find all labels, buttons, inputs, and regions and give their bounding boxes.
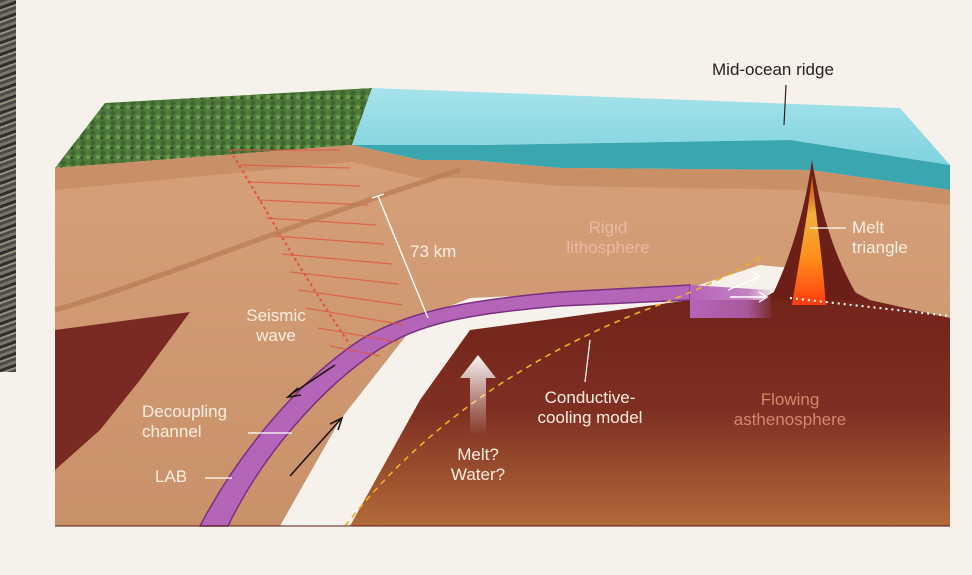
seismic-wave-label: Seismic wave [236,306,316,346]
decoupling-channel-line2: channel [142,422,202,441]
seismic-wave-line1: Seismic [246,306,306,325]
slab-outline [54,167,461,313]
question-mark-label: ? [764,270,772,286]
rigid-lithosphere-label: Rigid lithosphere [548,218,668,258]
rigid-lithosphere-line1: Rigid [588,218,628,237]
melt-water-line1: Melt? [457,445,499,464]
conductive-cooling-line2: cooling model [537,408,643,427]
rigid-lithosphere-line2: lithosphere [566,238,650,257]
thickness-tick-top [371,193,385,199]
melt-triangle-label-line2: triangle [852,238,908,257]
conductive-cooling-line1: Conductive- [544,388,636,407]
seismic-wave-path [229,149,351,346]
slab-flow-arrows [285,364,344,477]
ridge-pointer [783,84,787,126]
asthenosphere-left [55,312,190,470]
melt-water-label: Melt? Water? [438,445,518,485]
continent-surface [55,88,372,168]
ocean-surface [352,88,950,165]
crust-layer [55,145,950,205]
flowing-asthenosphere-line2: asthenosphere [733,410,847,429]
melt-water-line2: Water? [450,465,506,484]
arrow-icon [727,271,769,303]
lab-label: LAB [155,467,188,486]
ocean-water-body [352,140,950,190]
thickness-label: 73 km [410,242,457,261]
conductive-cooling-pointer [584,339,591,383]
flowing-asthenosphere-line1: Flowing [760,390,820,409]
seismic-wave-line2: wave [256,326,296,345]
conductive-cooling-line [344,254,766,527]
conductive-cooling-label: Conductive- cooling model [520,388,660,428]
asthenosphere [350,270,950,526]
mid-ocean-ridge-label: Mid-ocean ridge [712,60,834,79]
decoupling-channel-tail [690,285,772,318]
up-arrow-icon [460,355,496,435]
decoupling-channel-label: Decoupling channel [142,402,227,442]
melt-triangle-label-line1: Melt [852,218,885,237]
melt-plume [792,175,826,305]
thickness-line [377,195,429,319]
photo-strip [0,0,16,372]
decoupling-channel-line1: Decoupling [142,402,228,421]
seismic-wave-bands [232,149,405,357]
melt-triangle-label: Melt triangle [852,218,908,258]
flowing-asthenosphere-label: Flowing asthenosphere [720,390,860,430]
